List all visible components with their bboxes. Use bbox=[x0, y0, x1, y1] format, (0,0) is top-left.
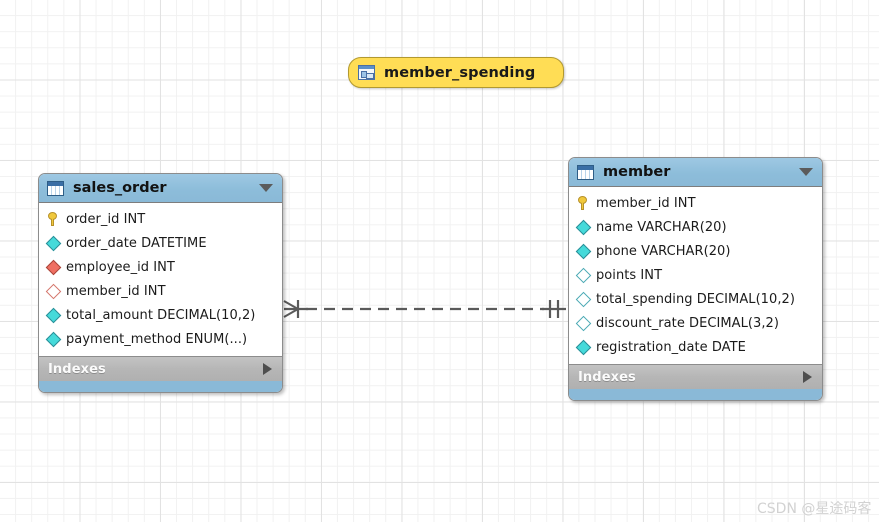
column-required-icon bbox=[575, 219, 592, 235]
table-icon bbox=[577, 164, 594, 180]
column-nullable-icon bbox=[575, 267, 592, 283]
column-required-icon bbox=[575, 339, 592, 355]
column-label: order_date DATETIME bbox=[66, 235, 207, 251]
column-label: points INT bbox=[596, 267, 663, 283]
column-list-member: member_id INT name VARCHAR(20) phone VARCH… bbox=[569, 187, 822, 364]
column-required-icon bbox=[45, 235, 62, 251]
column-row[interactable]: order_id INT bbox=[39, 207, 282, 231]
column-row[interactable]: registration_date DATE bbox=[569, 335, 822, 359]
indexes-section-member[interactable]: Indexes bbox=[569, 364, 822, 389]
column-label: employee_id INT bbox=[66, 259, 175, 275]
table-node-member[interactable]: member member_id INT name VARCHAR(20) phone… bbox=[568, 157, 823, 401]
column-required-icon bbox=[575, 243, 592, 259]
table-header-sales_order[interactable]: sales_order bbox=[39, 174, 282, 203]
column-label: order_id INT bbox=[66, 211, 146, 227]
column-list-sales_order: order_id INT order_date DATETIME employee_… bbox=[39, 203, 282, 356]
view-icon bbox=[358, 65, 375, 80]
column-label: phone VARCHAR(20) bbox=[596, 243, 731, 259]
column-row[interactable]: total_spending DECIMAL(10,2) bbox=[569, 287, 822, 311]
primary-key-icon bbox=[577, 196, 589, 210]
primary-key-icon bbox=[47, 212, 59, 226]
chevron-right-icon[interactable] bbox=[803, 371, 812, 383]
column-row[interactable]: total_amount DECIMAL(10,2) bbox=[39, 303, 282, 327]
column-row[interactable]: name VARCHAR(20) bbox=[569, 215, 822, 239]
column-row[interactable]: employee_id INT bbox=[39, 255, 282, 279]
column-nullable-icon bbox=[575, 315, 592, 331]
chevron-right-icon[interactable] bbox=[263, 363, 272, 375]
column-row[interactable]: order_date DATETIME bbox=[39, 231, 282, 255]
column-row[interactable]: member_id INT bbox=[39, 279, 282, 303]
indexes-label: Indexes bbox=[578, 369, 636, 385]
column-row[interactable]: member_id INT bbox=[569, 191, 822, 215]
view-node-member-spending[interactable]: member_spending bbox=[348, 57, 564, 88]
relationship-connector[interactable] bbox=[283, 300, 566, 318]
table-node-sales_order[interactable]: sales_order order_id INT order_date DATETI… bbox=[38, 173, 283, 393]
column-label: payment_method ENUM(...) bbox=[66, 331, 248, 347]
table-footer-strip bbox=[569, 389, 822, 400]
view-node-label: member_spending bbox=[384, 64, 536, 81]
column-row[interactable]: points INT bbox=[569, 263, 822, 287]
chevron-down-icon[interactable] bbox=[259, 184, 273, 192]
column-required-icon bbox=[45, 307, 62, 323]
column-row[interactable]: discount_rate DECIMAL(3,2) bbox=[569, 311, 822, 335]
column-label: total_amount DECIMAL(10,2) bbox=[66, 307, 256, 323]
column-label: member_id INT bbox=[596, 195, 696, 211]
column-label: total_spending DECIMAL(10,2) bbox=[596, 291, 795, 307]
table-header-member[interactable]: member bbox=[569, 158, 822, 187]
table-title-sales_order: sales_order bbox=[73, 180, 167, 196]
table-title-member: member bbox=[603, 164, 671, 180]
column-nullable-icon bbox=[575, 291, 592, 307]
indexes-label: Indexes bbox=[48, 361, 106, 377]
chevron-down-icon[interactable] bbox=[799, 168, 813, 176]
column-label: name VARCHAR(20) bbox=[596, 219, 727, 235]
table-footer-strip bbox=[39, 381, 282, 392]
column-label: registration_date DATE bbox=[596, 339, 746, 355]
column-row[interactable]: payment_method ENUM(...) bbox=[39, 327, 282, 351]
foreign-key-null-icon bbox=[45, 283, 62, 299]
table-icon bbox=[47, 180, 64, 196]
column-label: member_id INT bbox=[66, 283, 166, 299]
indexes-section-sales_order[interactable]: Indexes bbox=[39, 356, 282, 381]
column-label: discount_rate DECIMAL(3,2) bbox=[596, 315, 779, 331]
column-required-icon bbox=[45, 331, 62, 347]
foreign-key-icon bbox=[45, 259, 62, 275]
watermark: CSDN @星途码客 bbox=[757, 501, 872, 517]
column-row[interactable]: phone VARCHAR(20) bbox=[569, 239, 822, 263]
